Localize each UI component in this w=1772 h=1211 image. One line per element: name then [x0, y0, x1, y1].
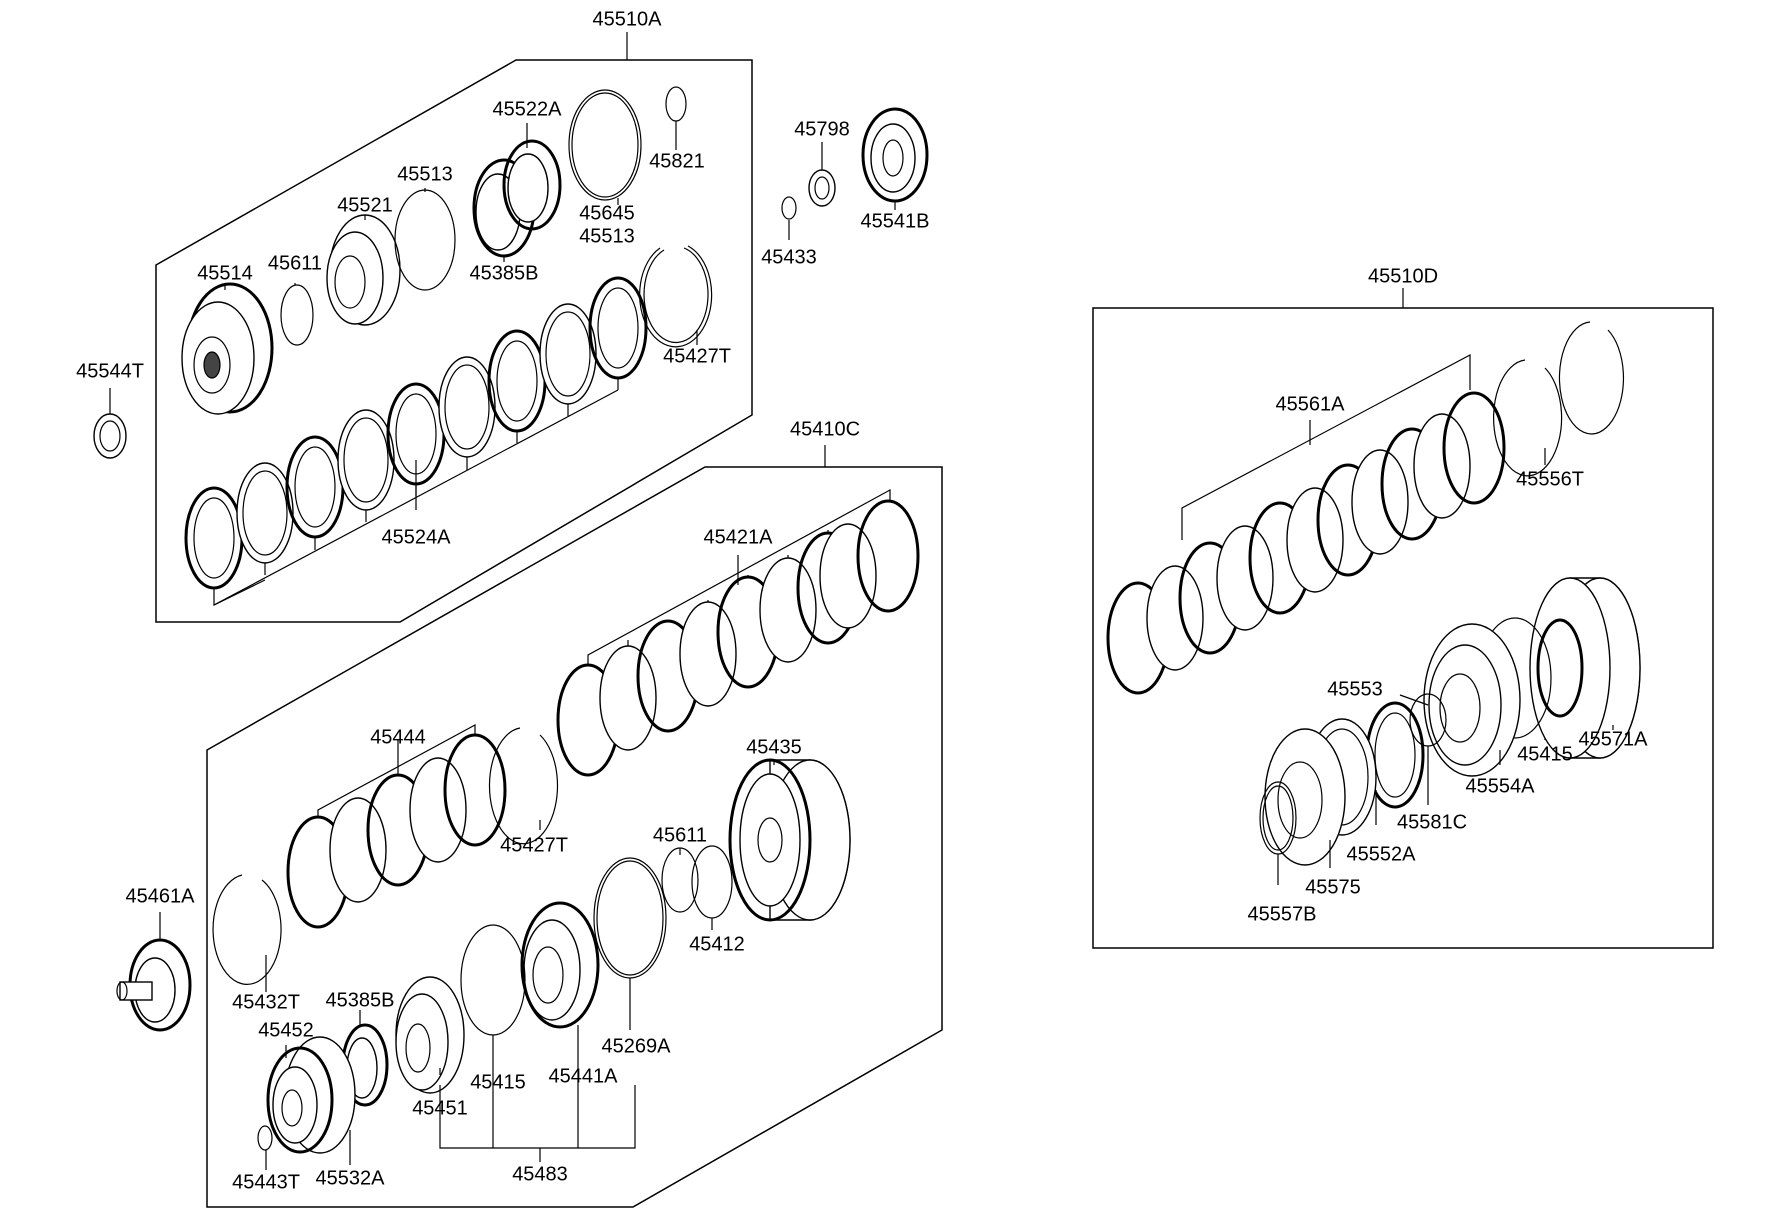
label-45452: 45452	[258, 1019, 314, 1041]
snap-ring-45821	[665, 86, 687, 122]
label-45513-top: 45513	[397, 163, 453, 185]
label-45427t-top: 45427T	[663, 345, 731, 367]
gear-45541b	[861, 107, 929, 210]
label-45553: 45553	[1327, 678, 1383, 700]
label-45483: 45483	[512, 1163, 568, 1185]
snap-ring-45556t-b	[1558, 321, 1625, 435]
label-45798: 45798	[794, 118, 850, 140]
label-45432t: 45432T	[232, 991, 300, 1013]
label-45581c: 45581C	[1397, 811, 1467, 833]
label-45821: 45821	[649, 150, 705, 172]
label-45435: 45435	[746, 736, 802, 758]
label-45571a: 45571A	[1579, 728, 1649, 750]
label-45557b: 45557B	[1248, 903, 1317, 925]
label-45415-left: 45415	[470, 1071, 526, 1093]
label-45461a: 45461A	[126, 885, 196, 907]
washer-45798	[808, 142, 836, 207]
group-45510d	[1092, 288, 1714, 949]
label-45522a: 45522A	[493, 98, 563, 120]
label-45510a: 45510A	[593, 8, 663, 30]
seal-ring-45269a	[593, 857, 667, 979]
gear-hub-45514	[181, 282, 274, 415]
carrier-45452	[266, 1036, 356, 1154]
label-45514: 45514	[197, 262, 253, 284]
group-45410c	[206, 445, 943, 1208]
label-45513-bottom: 45513	[579, 225, 635, 247]
label-45421a: 45421A	[704, 526, 774, 548]
shaft-gear-45461a	[116, 912, 192, 1032]
piston-45451	[395, 976, 465, 1094]
label-45611-bottom: 45611	[653, 824, 707, 846]
clutch-plates-45444	[286, 733, 507, 929]
seal-ring-45513a	[394, 189, 456, 291]
label-45521: 45521	[337, 194, 393, 216]
label-45645: 45645	[579, 202, 635, 224]
part-labels: 45510A 45522A 45821 45798 45513 45645 45…	[76, 8, 1648, 1193]
label-45575: 45575	[1305, 876, 1361, 898]
label-45427t-bottom: 45427T	[500, 834, 568, 856]
label-45433: 45433	[761, 246, 817, 268]
label-45611-top: 45611	[268, 252, 322, 274]
clutch-plates-45524a	[184, 276, 648, 590]
label-45269a: 45269A	[602, 1035, 672, 1057]
snap-ring-45427t-a	[639, 245, 713, 348]
label-45552a: 45552A	[1347, 843, 1417, 865]
label-45410c: 45410C	[790, 418, 860, 440]
retainer-45575	[1264, 728, 1346, 866]
label-45532a: 45532A	[316, 1167, 386, 1189]
seal-ring-45645	[568, 89, 642, 201]
clip-45433	[781, 196, 797, 240]
snap-ring-45611a	[280, 284, 314, 346]
label-45412: 45412	[689, 933, 745, 955]
label-45510d: 45510D	[1368, 265, 1438, 287]
label-45544t: 45544T	[76, 360, 144, 382]
group-45510a	[155, 32, 753, 623]
label-45385b-top: 45385B	[470, 262, 539, 284]
snap-ring-45432t	[212, 874, 282, 985]
group-45510a-frame	[155, 59, 753, 623]
washer-45544t	[93, 388, 127, 459]
clutch-plates-45421a	[556, 499, 920, 777]
seal-ring-45415a	[460, 924, 526, 1036]
label-45524a: 45524A	[382, 526, 452, 548]
label-45385b-bottom: 45385B	[326, 989, 395, 1011]
snap-ring-45556t-a	[1493, 359, 1563, 477]
snap-ring-45427t-b	[488, 727, 559, 845]
label-45556t: 45556T	[1516, 468, 1584, 490]
clip-45443t	[257, 1125, 273, 1151]
bracket-45483	[439, 1085, 636, 1149]
group-45410c-frame	[206, 466, 943, 1208]
clutch-plates-45561a	[1106, 391, 1506, 695]
label-45441a: 45441A	[549, 1065, 619, 1087]
label-45443t: 45443T	[232, 1171, 300, 1193]
clutch-hub-45441a	[520, 901, 600, 1029]
piston-45521	[326, 214, 401, 326]
piston-45554a	[1423, 623, 1521, 777]
label-45451: 45451	[412, 1097, 468, 1119]
clutch-drum-45571a	[1529, 577, 1641, 759]
label-45561a: 45561A	[1276, 393, 1346, 415]
label-45554a: 45554A	[1466, 775, 1536, 797]
assembly-45522a	[502, 139, 562, 231]
label-45415-right: 45415	[1517, 743, 1573, 765]
label-45444: 45444	[370, 726, 426, 748]
label-45541b: 45541B	[861, 210, 930, 232]
clutch-drum-45435	[728, 758, 851, 922]
